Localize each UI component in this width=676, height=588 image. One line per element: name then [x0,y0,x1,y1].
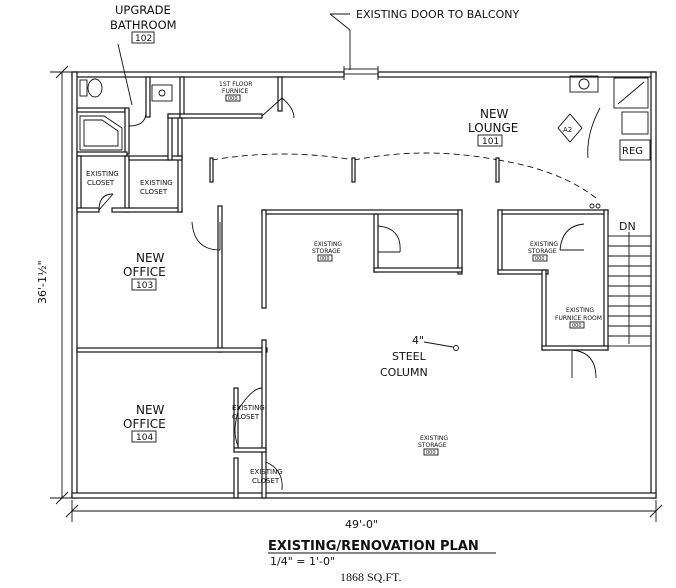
stair-down-label: DN [619,220,636,233]
svg-text:1ST FLOOR: 1ST FLOOR [219,81,252,88]
svg-text:FURNICE ROOM: FURNICE ROOM [555,315,602,322]
room-storage-mid: EXISTING STORAGE 000 [312,241,342,262]
equipment-upper-right [557,75,651,161]
steel-column-leader [423,341,454,348]
svg-text:000: 000 [320,256,330,262]
svg-text:CLOSET: CLOSET [252,477,280,485]
exterior-walls [71,71,657,499]
room-closet-b: EXISTING CLOSET [140,179,173,196]
svg-text:EXISTING: EXISTING [420,435,448,442]
room-storage-right: EXISTING STORAGE 000 [528,241,558,262]
room-closet-a: EXISTING CLOSET [86,170,119,187]
closets-left [76,155,183,213]
stair [607,232,652,347]
svg-text:CLOSET: CLOSET [232,413,260,421]
dimension-depth: 36'-1½" [36,260,49,304]
dimension-lines [50,65,663,522]
central-storage-walls [261,209,463,309]
room-lounge-101: NEW LOUNGE 101 [468,107,518,147]
office-103-walls [76,205,268,353]
closets-lower [233,339,283,499]
svg-text:000: 000 [228,96,238,102]
svg-text:NEW: NEW [136,251,165,265]
callout-balcony-door: EXISTING DOOR TO BALCONY [329,8,519,31]
svg-text:000: 000 [535,256,545,262]
svg-text:EXISTING: EXISTING [250,468,283,476]
callout-upgrade-bathroom: UPGRADE BATHROOM 102 [110,3,177,44]
room-office-104: NEW OFFICE 104 [123,403,166,443]
svg-text:COLUMN: COLUMN [380,366,428,379]
title-block: EXISTING/RENOVATION PLAN 1/4" = 1'-0" 18… [268,539,496,584]
svg-text:000: 000 [426,450,436,456]
svg-text:OFFICE: OFFICE [123,417,166,431]
svg-text:STORAGE: STORAGE [312,248,341,255]
svg-text:FURNICE: FURNICE [222,88,248,95]
upgrade-leader [117,43,133,106]
svg-text:CLOSET: CLOSET [87,179,115,187]
svg-text:NEW: NEW [480,107,509,121]
svg-text:EXISTING: EXISTING [140,179,173,187]
svg-text:LOUNGE: LOUNGE [468,121,518,135]
right-storage-walls [497,209,609,379]
balcony-door [343,30,379,80]
svg-text:4": 4" [412,334,424,347]
svg-text:STORAGE: STORAGE [418,442,447,449]
room-office-103: NEW OFFICE 103 [123,251,166,291]
plan-area: 1868 SQ.FT. [340,570,401,584]
svg-text:OFFICE: OFFICE [123,265,166,279]
room-furnace-room: EXISTING FURNICE ROOM 000 [555,307,602,329]
a2-label: A2 [563,126,572,134]
svg-text:STEEL: STEEL [392,350,427,363]
svg-text:103: 103 [136,281,153,291]
plan-scale: 1/4" = 1'-0" [270,555,335,568]
reg-label: REG [622,146,643,157]
room-furnace-top: 1ST FLOOR FURNICE 000 [219,81,252,102]
room-storage-bottom: EXISTING STORAGE 000 [418,435,448,456]
svg-text:BATHROOM: BATHROOM [110,18,177,32]
svg-text:NEW: NEW [136,403,165,417]
bathroom-walls [76,76,173,157]
room-closet-c: EXISTING CLOSET [232,404,265,421]
svg-text:104: 104 [136,433,153,443]
svg-text:102: 102 [135,34,152,44]
furnace-closet-top [167,76,295,161]
svg-text:CLOSET: CLOSET [140,188,168,196]
svg-text:101: 101 [482,137,499,147]
room-closet-d: EXISTING CLOSET [250,468,283,485]
svg-text:EXISTING: EXISTING [314,241,342,248]
stair-outline [607,235,652,347]
dimension-width: 49'-0" [345,518,378,531]
plan-title: EXISTING/RENOVATION PLAN [268,539,479,554]
svg-text:EXISTING: EXISTING [530,241,558,248]
svg-text:EXISTING: EXISTING [86,170,119,178]
svg-text:STORAGE: STORAGE [528,248,557,255]
svg-text:UPGRADE: UPGRADE [115,3,171,17]
steel-column-label: 4" STEEL COLUMN [380,334,428,379]
svg-text:EXISTING: EXISTING [566,307,594,314]
demolished-wall-arcs [209,152,601,209]
svg-text:EXISTING: EXISTING [232,404,265,412]
svg-text:EXISTING DOOR TO BALCONY: EXISTING DOOR TO BALCONY [356,8,519,21]
steel-column-marker [453,345,459,351]
svg-text:000: 000 [572,323,582,329]
